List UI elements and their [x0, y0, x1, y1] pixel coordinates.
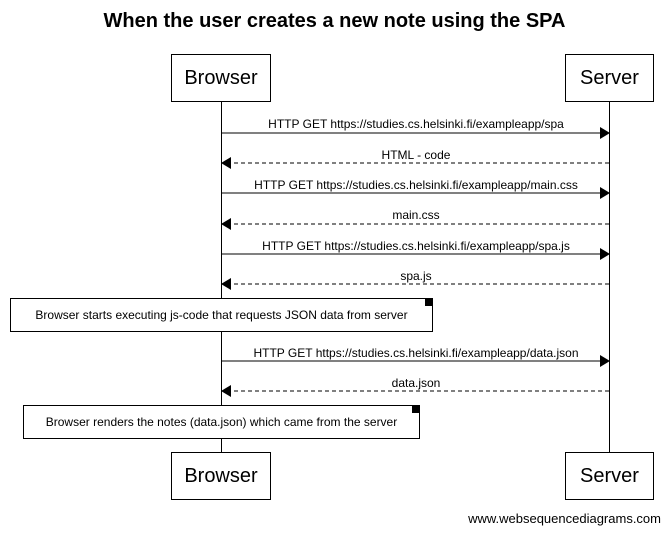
note-text-1: Browser starts executing js-code that re… [35, 308, 408, 322]
message-label-4: main.css [392, 208, 440, 222]
participant-server-bottom: Server [565, 452, 654, 500]
arrow-msg-7 [222, 355, 610, 367]
message-label-7: HTTP GET https://studies.cs.helsinki.fi/… [253, 346, 579, 360]
arrow-msg-6 [221, 278, 609, 290]
diagram-title: When the user creates a new note using t… [103, 10, 566, 32]
arrow-msg-8 [221, 385, 609, 397]
participant-browser-bottom: Browser [171, 452, 271, 500]
server-lifeline [609, 102, 610, 452]
footer-credit: www.websequencediagrams.com [468, 511, 661, 526]
message-label-5: HTTP GET https://studies.cs.helsinki.fi/… [262, 239, 570, 253]
browser-lifeline [221, 102, 222, 452]
note-fold-icon [425, 299, 432, 306]
arrow-msg-5 [222, 248, 610, 260]
arrow-msg-2 [221, 157, 609, 169]
message-label-6: spa.js [400, 269, 432, 283]
participant-browser-top: Browser [171, 54, 271, 102]
note-renders-notes: Browser renders the notes (data.json) wh… [23, 405, 420, 439]
arrow-msg-1 [222, 127, 610, 139]
note-fold-icon [412, 406, 419, 413]
arrow-msg-3 [222, 187, 610, 199]
message-label-8: data.json [391, 376, 441, 390]
message-label-1: HTTP GET https://studies.cs.helsinki.fi/… [268, 117, 564, 131]
note-text-2: Browser renders the notes (data.json) wh… [45, 415, 398, 429]
note-starts-executing: Browser starts executing js-code that re… [10, 298, 433, 332]
participant-server-top: Server [565, 54, 654, 102]
message-label-3: HTTP GET https://studies.cs.helsinki.fi/… [254, 178, 578, 192]
message-label-2: HTML - code [381, 148, 451, 162]
arrow-msg-4 [221, 218, 609, 230]
